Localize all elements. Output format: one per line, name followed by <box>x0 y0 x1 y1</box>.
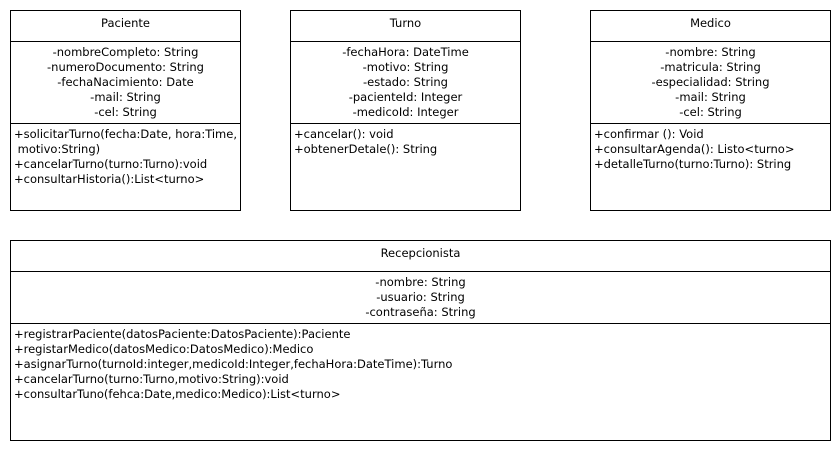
operation: +consultarAgenda(): Listo<turno> <box>594 142 795 156</box>
class-name: Recepcionista <box>11 241 830 272</box>
operation: +cancelarTurno(turno:Turno,motivo:String… <box>14 372 289 386</box>
attribute: -mail: String <box>90 90 161 104</box>
attribute: -medicoId: Integer <box>352 105 459 119</box>
attributes-compartment: -nombre: String -usuario: String -contra… <box>11 272 830 324</box>
class-name: Turno <box>291 11 520 42</box>
operations-compartment: +confirmar (): Void +consultarAgenda(): … <box>591 124 830 172</box>
attribute: -pacienteId: Integer <box>348 90 463 104</box>
class-name: Paciente <box>11 11 240 42</box>
attribute: -motivo: String <box>362 60 449 74</box>
attribute: -numeroDocumento: String <box>47 60 204 74</box>
attribute: -cel: String <box>94 105 157 119</box>
attribute: -contraseña: String <box>365 305 476 319</box>
attribute: -fechaNacimiento: Date <box>57 75 194 89</box>
attribute: -nombreCompleto: String <box>52 45 199 59</box>
attributes-compartment: -fechaHora: DateTime -motivo: String -es… <box>291 42 520 124</box>
class-recepcionista: Recepcionista -nombre: String -usuario: … <box>10 240 831 441</box>
operation: +solicitarTurno(fecha:Date, hora:Time, <box>14 127 237 141</box>
operation: +cancelarTurno(turno:Turno):void <box>14 157 208 171</box>
attribute: -usuario: String <box>376 290 465 304</box>
class-turno: Turno -fechaHora: DateTime -motivo: Stri… <box>290 10 521 211</box>
attribute: -estado: String <box>363 75 448 89</box>
operation: +consultarTuno(fehca:Date,medico:Medico)… <box>14 387 341 401</box>
operations-compartment: +registrarPaciente(datosPaciente:DatosPa… <box>11 324 830 402</box>
class-paciente: Paciente -nombreCompleto: String -numero… <box>10 10 241 211</box>
attribute: -matricula: String <box>660 60 761 74</box>
attributes-compartment: -nombreCompleto: String -numeroDocumento… <box>11 42 240 124</box>
operation: +obtenerDetale(): String <box>294 142 438 156</box>
operation: +detalleTurno(turno:Turno): String <box>594 157 792 171</box>
operation: +registarMedico(datosMedico:DatosMedico)… <box>14 342 314 356</box>
operation: +asignarTurno(turnoId:integer,medicoId:I… <box>14 357 453 371</box>
attribute: -especialidad: String <box>651 75 770 89</box>
attributes-compartment: -nombre: String -matricula: String -espe… <box>591 42 830 124</box>
attribute: -fechaHora: DateTime <box>342 45 469 59</box>
operations-compartment: +cancelar(): void +obtenerDetale(): Stri… <box>291 124 520 157</box>
operation: +consultarHistoria():List<turno> <box>14 172 205 186</box>
operation: +registrarPaciente(datosPaciente:DatosPa… <box>14 327 351 341</box>
class-medico: Medico -nombre: String -matricula: Strin… <box>590 10 831 211</box>
attribute: -nombre: String <box>375 275 466 289</box>
class-name: Medico <box>591 11 830 42</box>
attribute: -cel: String <box>679 105 742 119</box>
operation: motivo:String) <box>14 142 101 156</box>
attribute: -mail: String <box>675 90 746 104</box>
operation: +cancelar(): void <box>294 127 394 141</box>
operations-compartment: +solicitarTurno(fecha:Date, hora:Time, m… <box>11 124 240 187</box>
operation: +confirmar (): Void <box>594 127 704 141</box>
attribute: -nombre: String <box>665 45 756 59</box>
